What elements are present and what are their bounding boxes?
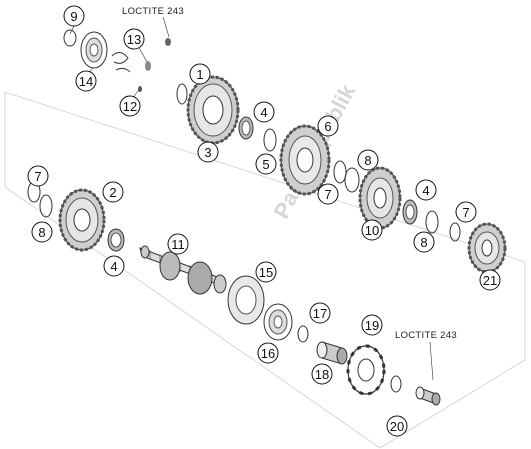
svg-text:4: 4 — [422, 183, 429, 198]
part-gear-10 — [358, 166, 402, 230]
callout-6: 6 — [317, 115, 339, 137]
part-bush-4c — [107, 228, 125, 252]
part-gear-3 — [186, 75, 240, 145]
svg-text:7: 7 — [462, 205, 469, 220]
part-bush-4b — [402, 199, 418, 225]
callout-9: 9 — [63, 5, 85, 27]
svg-text:LOCTITE 243: LOCTITE 243 — [395, 330, 457, 341]
callout-2: 2 — [102, 181, 124, 203]
callout-4b: 4 — [415, 179, 437, 201]
part-clip-13 — [111, 52, 131, 73]
svg-text:4: 4 — [110, 259, 117, 274]
part-bolt-20 — [415, 386, 441, 406]
callout-3: 3 — [197, 141, 219, 163]
note-loctite-top: LOCTITE 243 — [122, 6, 184, 17]
callout-15: 15 — [255, 261, 277, 283]
svg-text:5: 5 — [262, 157, 269, 172]
callout-11: 11 — [167, 233, 189, 255]
part-washer-20a — [390, 375, 402, 393]
svg-text:8: 8 — [38, 225, 45, 240]
callout-19: 19 — [361, 314, 383, 336]
svg-text:16: 16 — [261, 346, 275, 361]
part-bush-18 — [316, 341, 348, 365]
svg-text:4: 4 — [260, 105, 267, 120]
svg-text:10: 10 — [365, 223, 379, 238]
svg-text:20: 20 — [390, 419, 404, 434]
callout-1: 1 — [189, 63, 211, 85]
callout-13: 13 — [123, 28, 145, 50]
part-ring-17 — [297, 325, 309, 343]
svg-text:19: 19 — [365, 318, 379, 333]
part-gear-2 — [58, 188, 106, 252]
callout-5: 5 — [255, 153, 277, 175]
part-washer-7a — [333, 160, 347, 184]
part-washer-8c — [39, 194, 53, 218]
svg-text:1: 1 — [196, 67, 203, 82]
callout-21: 21 — [479, 269, 501, 291]
callout-12: 12 — [119, 95, 141, 117]
part-washer-1 — [176, 83, 188, 105]
svg-text:7: 7 — [34, 169, 41, 184]
svg-text:6: 6 — [324, 119, 331, 134]
part-washer-8a — [344, 167, 360, 193]
svg-text:3: 3 — [204, 145, 211, 160]
part-washer-9 — [63, 29, 77, 47]
svg-text:7: 7 — [324, 187, 331, 202]
part-disc-15 — [227, 275, 265, 325]
svg-text:8: 8 — [420, 235, 427, 250]
callout-14: 14 — [75, 70, 97, 92]
part-washer-7b — [449, 222, 461, 242]
part-bush-4a — [238, 116, 254, 140]
part-pin — [138, 38, 171, 92]
svg-text:17: 17 — [313, 306, 327, 321]
svg-text:21: 21 — [483, 273, 497, 288]
part-shaft-11 — [139, 245, 227, 295]
callout-4a: 4 — [253, 101, 275, 123]
part-bearing-16 — [263, 303, 293, 341]
callout-7a: 7 — [317, 183, 339, 205]
part-washer-8b — [425, 210, 439, 234]
part-gear-21 — [467, 222, 507, 274]
svg-text:13: 13 — [127, 32, 141, 47]
svg-text:LOCTITE 243: LOCTITE 243 — [122, 6, 184, 17]
callout-4c: 4 — [103, 255, 125, 277]
callout-7b: 7 — [455, 201, 477, 223]
part-sprocket-19 — [346, 344, 386, 396]
callout-8b: 8 — [413, 231, 435, 253]
callout-18: 18 — [311, 363, 333, 385]
part-bearing-14 — [80, 31, 108, 69]
callout-20: 20 — [386, 415, 408, 437]
svg-text:18: 18 — [315, 367, 329, 382]
svg-text:9: 9 — [70, 9, 77, 24]
callout-7c: 7 — [27, 165, 49, 187]
svg-text:2: 2 — [109, 185, 116, 200]
callout-17: 17 — [309, 302, 331, 324]
svg-text:12: 12 — [123, 99, 137, 114]
note-loctite-bottom: LOCTITE 243 — [395, 330, 457, 341]
callout-16: 16 — [257, 342, 279, 364]
callout-8c: 8 — [31, 221, 53, 243]
svg-text:11: 11 — [171, 237, 185, 252]
callout-10: 10 — [361, 219, 383, 241]
callout-8a: 8 — [357, 149, 379, 171]
part-washer-5 — [263, 128, 277, 152]
svg-text:15: 15 — [259, 265, 273, 280]
svg-text:8: 8 — [364, 153, 371, 168]
part-gear-6 — [279, 124, 331, 196]
svg-text:14: 14 — [79, 74, 93, 89]
